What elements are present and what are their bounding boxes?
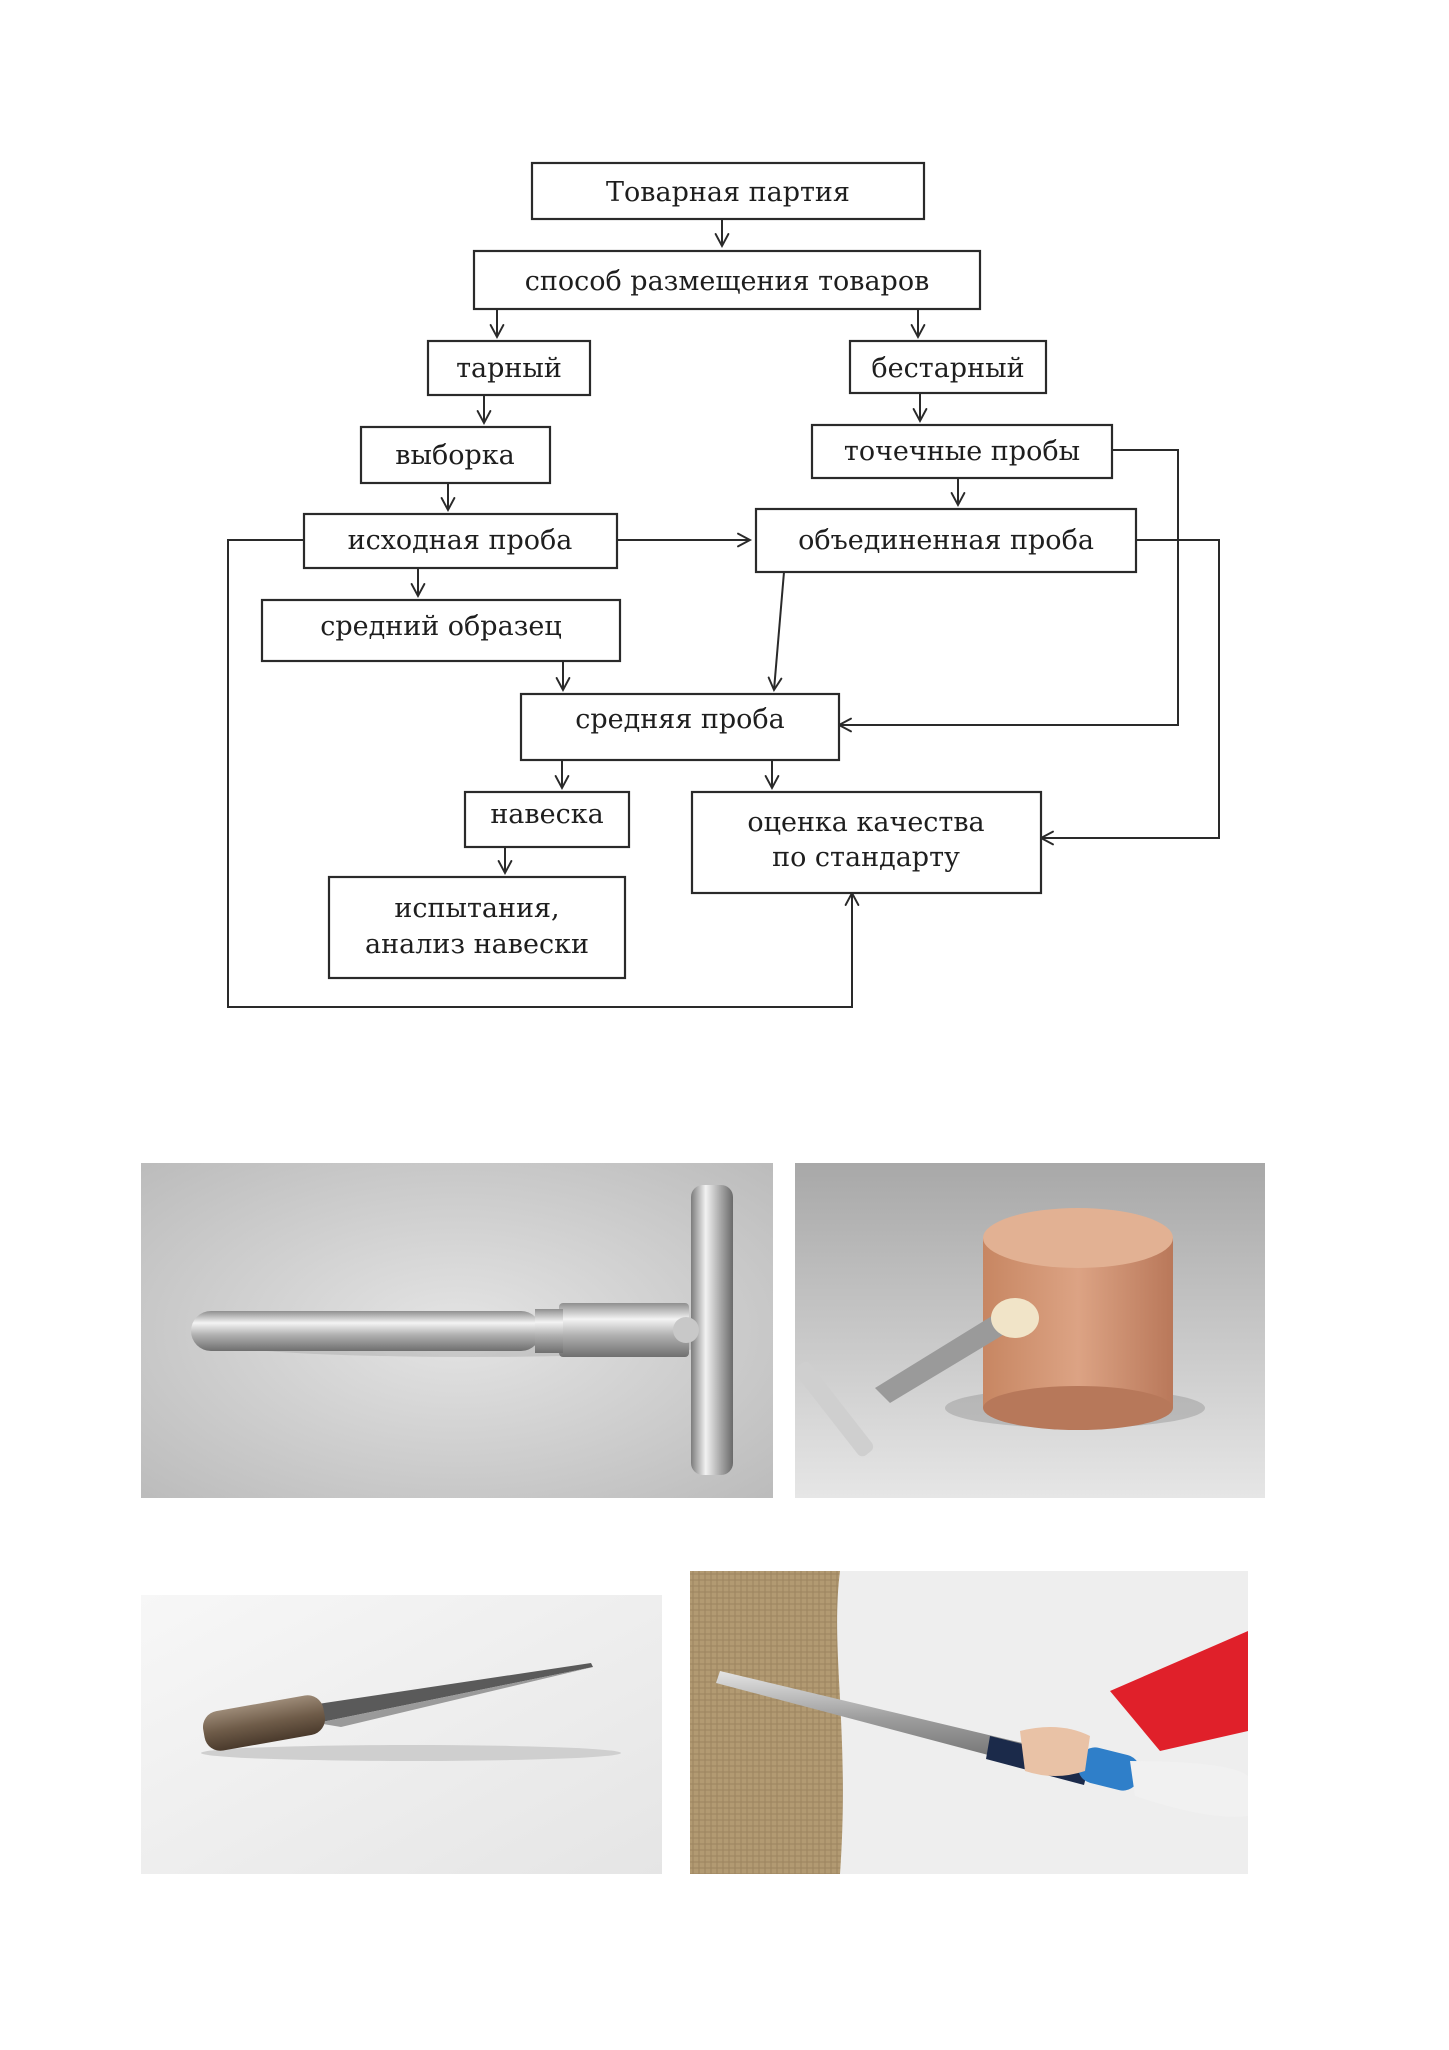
node-label: бестарный (871, 353, 1024, 384)
photo-t-handle-probe (141, 1163, 773, 1498)
edge-obedinennaya-srednyaya (767, 571, 785, 693)
photo-cheese-probe (795, 1163, 1265, 1498)
node-label-line-1: оценка качества (747, 807, 984, 838)
node-ispytaniya: испытания, анализ навески (327, 875, 627, 980)
node-label-line-1: испытания, (394, 893, 559, 924)
node-label: навеска (490, 799, 603, 830)
pointed-grain-probe-icon (141, 1595, 662, 1874)
node-otsenka-kachestva: оценка качества по стандарту (690, 790, 1043, 895)
node-label: способ размещения товаров (525, 266, 930, 297)
node-naveska: навеска (463, 790, 631, 849)
t-handle-sampling-probe-icon (141, 1163, 773, 1498)
node-srednyaya-proba: средняя проба (519, 692, 841, 762)
node-label-line-2: анализ навески (365, 929, 589, 960)
node-tarnyi: тарный (426, 339, 592, 397)
node-srednii-obrazets: средний образец (260, 598, 622, 663)
node-sposob-razmeshcheniya: способ размещения товаров (472, 249, 982, 311)
node-label: тарный (456, 353, 562, 384)
edge-iskhodnaya-otsenka (227, 539, 860, 1008)
edge-tochechnye-srednyaya (836, 449, 1179, 733)
node-obedinennaya-proba: объединенная проба (754, 507, 1138, 574)
node-vyborka: выборка (359, 425, 552, 485)
node-label: точечные пробы (844, 436, 1080, 467)
sack-sampling-probe-icon (690, 1571, 1248, 1874)
node-tovarnaya-partiya: Товарная партия (530, 161, 926, 221)
sampling-flowchart: Товарная партия способ размещения товаро… (227, 161, 1220, 1008)
edge-obedinennaya-otsenka (1038, 539, 1220, 846)
node-label-line-2: по стандарту (772, 842, 960, 873)
node-iskhodnaya-proba: исходная проба (302, 512, 619, 570)
node-bestarnyi: бестарный (848, 339, 1048, 395)
node-label: Товарная партия (606, 177, 850, 208)
connectors (227, 219, 1220, 1008)
node-label: средняя проба (575, 704, 785, 735)
photo-pointed-probe (141, 1595, 662, 1874)
cheese-probe-sampling-icon (795, 1163, 1265, 1498)
node-label: средний образец (320, 611, 562, 642)
node-label: объединенная проба (798, 525, 1094, 556)
photo-sack-probe (690, 1571, 1248, 1874)
node-label: выборка (395, 440, 514, 471)
node-label: исходная проба (348, 525, 573, 556)
node-tochechnye-proby: точечные пробы (810, 423, 1114, 480)
